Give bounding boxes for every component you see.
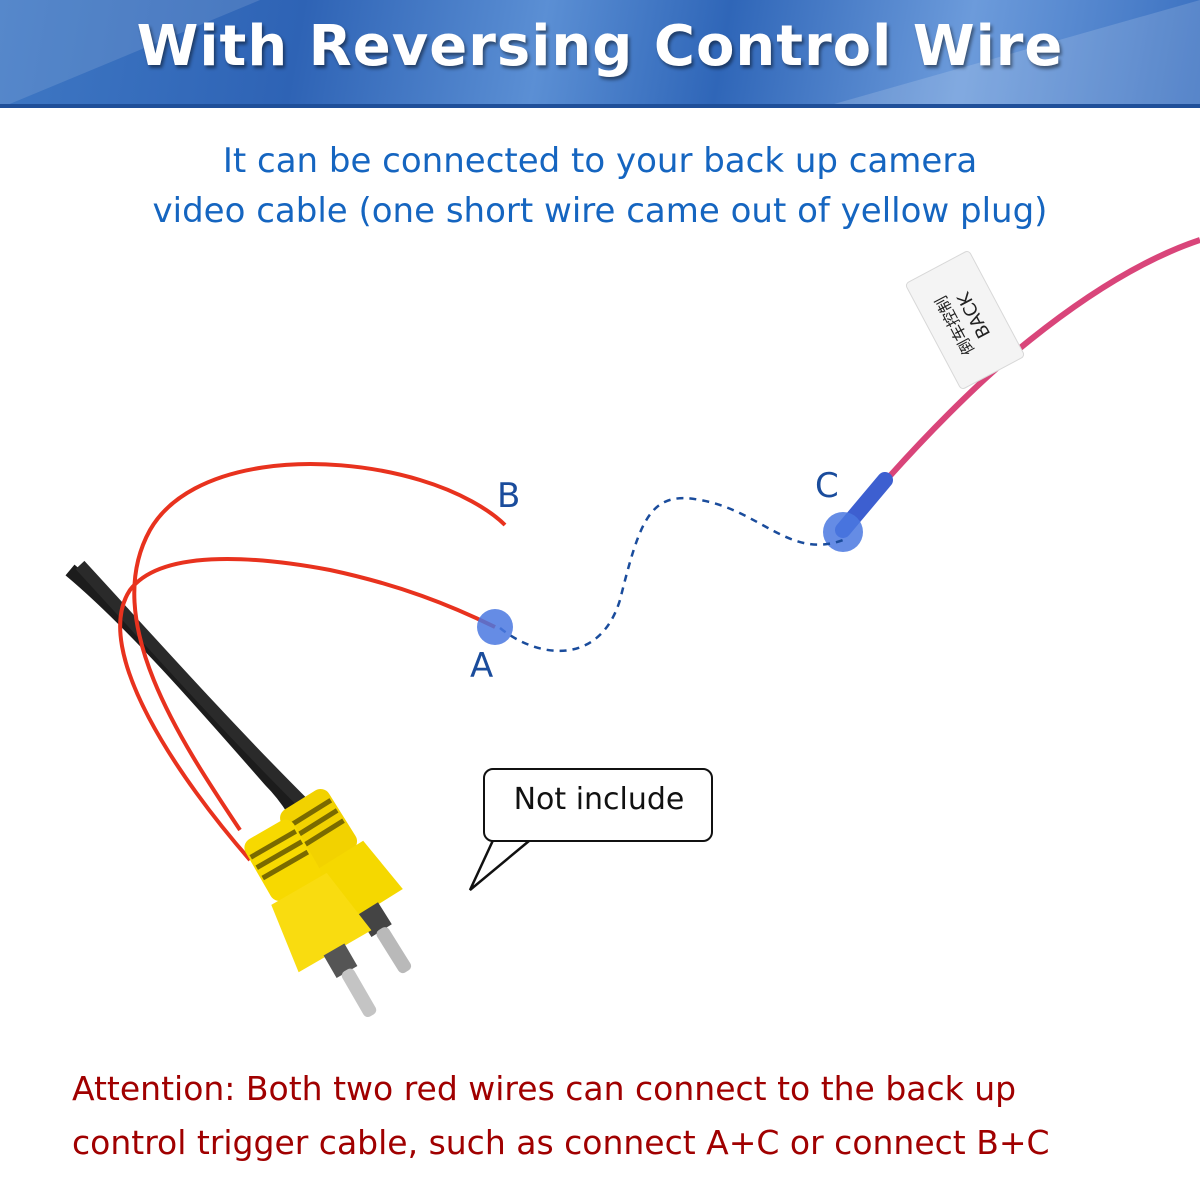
- point-c: [823, 512, 863, 552]
- subtitle-line-1: It can be connected to your back up came…: [222, 141, 978, 181]
- banner-underline: [0, 104, 1200, 108]
- label-a: A: [470, 646, 494, 686]
- black-cable: [65, 564, 317, 844]
- red-wire-b: [132, 462, 507, 832]
- dashed-connection-a-c: [499, 497, 844, 653]
- pink-back-wire: [857, 237, 1200, 512]
- banner-decoration: [820, 0, 1200, 108]
- subtitle-line-2: video cable (one short wire came out of …: [152, 191, 1048, 231]
- black-cable: [75, 560, 345, 845]
- banner-decoration: [0, 0, 260, 108]
- point-a: [477, 609, 513, 645]
- wire-tag: 倒车控制 BACK: [905, 251, 1025, 389]
- attention-line-1: Attention: Both two red wires can connec…: [72, 1069, 1017, 1108]
- header-banner: [0, 0, 1200, 108]
- subtitle: It can be connected to your back up came…: [0, 136, 1200, 236]
- attention-line-2: control trigger cable, such as connect A…: [72, 1123, 1050, 1162]
- red-wire-a: [118, 557, 496, 862]
- label-c: C: [815, 466, 839, 506]
- callout-text: Not include: [513, 782, 685, 817]
- rca-plug-front: [244, 819, 377, 1017]
- attention-note: Attention: Both two red wires can connec…: [72, 1062, 1172, 1170]
- callout-bubble: [483, 768, 713, 842]
- callout-tail: [468, 835, 536, 891]
- label-b: B: [497, 476, 521, 516]
- page-title: With Reversing Control Wire: [136, 14, 1064, 79]
